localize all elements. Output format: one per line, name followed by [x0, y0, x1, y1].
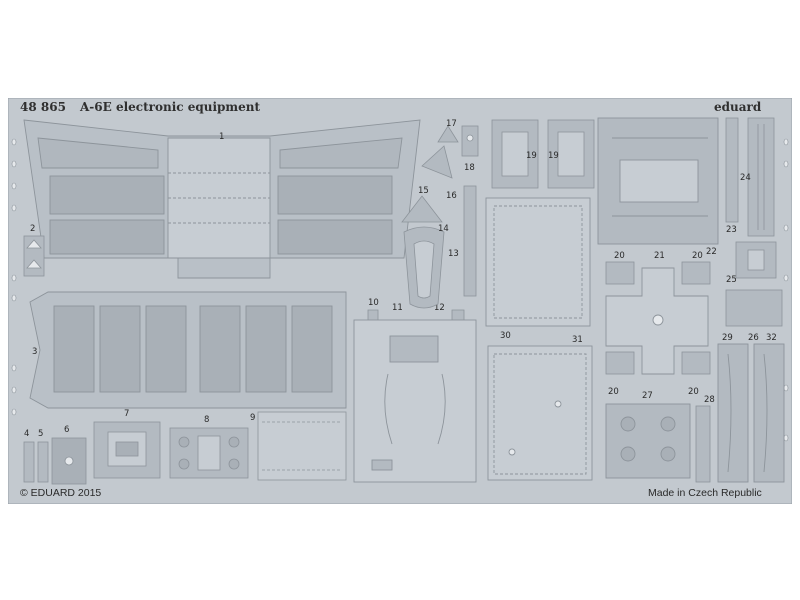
- part-7: [93, 421, 161, 479]
- part-22: [597, 117, 719, 245]
- part-label-11: 11: [392, 303, 403, 313]
- part-label-23: 23: [726, 225, 737, 235]
- part-20-top-left: [605, 261, 635, 285]
- part-25: [735, 241, 777, 279]
- part-2: [23, 235, 45, 277]
- part-20-bottom-right: [681, 351, 711, 375]
- part-21: [605, 267, 709, 375]
- part-20-top-right: [681, 261, 711, 285]
- part-label-25: 25: [726, 275, 737, 285]
- part-19-right: [547, 119, 595, 189]
- part-label-1: 1: [219, 132, 224, 142]
- part-11: [353, 319, 477, 483]
- part-1: [23, 119, 421, 279]
- part-label-3: 3: [32, 347, 37, 357]
- part-27: [605, 403, 691, 479]
- part-label-15: 15: [418, 186, 429, 196]
- copyright-text: © EDUARD 2015: [20, 487, 101, 499]
- part-label-24: 24: [740, 173, 751, 183]
- part-label-28: 28: [704, 395, 715, 405]
- part-label-13: 13: [448, 249, 459, 259]
- part-29: [485, 197, 591, 327]
- part-9: [257, 411, 347, 481]
- part-label-22: 22: [706, 247, 717, 257]
- part-15: [401, 195, 443, 223]
- part-23: [725, 117, 739, 223]
- part-5: [37, 441, 49, 483]
- part-label-14: 14: [438, 224, 449, 234]
- part-label-20a: 20: [614, 251, 625, 261]
- part-label-20b: 20: [692, 251, 703, 261]
- edge-holes: [11, 138, 789, 442]
- part-17: [437, 125, 459, 143]
- part-6: [51, 437, 87, 485]
- part-label-5: 5: [38, 429, 43, 439]
- brand-logo-text: eduard: [714, 100, 762, 114]
- part-16: [421, 145, 453, 179]
- part-label-18: 18: [464, 163, 475, 173]
- part-26: [725, 289, 783, 327]
- origin-text: Made in Czech Republic: [648, 487, 762, 499]
- part-20-bottom-left: [605, 351, 635, 375]
- part-14: [403, 226, 445, 309]
- part-18: [461, 125, 479, 157]
- part-label-17: 17: [446, 119, 457, 129]
- part-3: [29, 291, 347, 409]
- part-label-19a: 19: [526, 151, 537, 161]
- part-31: [717, 343, 749, 483]
- part-13: [463, 185, 477, 297]
- part-label-20d: 20: [688, 387, 699, 397]
- part-label-19b: 19: [548, 151, 559, 161]
- part-19-left: [491, 119, 539, 189]
- part-label-4: 4: [24, 429, 29, 439]
- part-4: [23, 441, 35, 483]
- part-label-29: 30: [500, 331, 511, 341]
- photo-etch-fret: 48 865 A-6E electronic equipment eduard …: [8, 98, 792, 504]
- part-label-16: 16: [446, 191, 457, 201]
- part-30: [487, 345, 593, 481]
- part-label-21: 21: [654, 251, 665, 261]
- part-label-9: 9: [250, 413, 255, 423]
- part-8: [169, 427, 249, 479]
- part-label-32: 32: [766, 333, 777, 343]
- part-label-27: 27: [642, 391, 653, 401]
- part-24: [747, 117, 775, 237]
- part-28: [695, 405, 711, 483]
- part-label-20c: 20: [608, 387, 619, 397]
- part-label-31: 29: [722, 333, 733, 343]
- part-32: [753, 343, 785, 483]
- part-label-12: 12: [434, 303, 445, 313]
- part-label-7: 7: [124, 409, 129, 419]
- fret-code: 48 865: [20, 100, 66, 114]
- part-label-2: 2: [30, 224, 35, 234]
- part-label-26: 26: [748, 333, 759, 343]
- part-label-30: 31: [572, 335, 583, 345]
- part-label-8: 8: [204, 415, 209, 425]
- part-label-6: 6: [64, 425, 69, 435]
- part-label-10: 10: [368, 298, 379, 308]
- fret-title: A-6E electronic equipment: [79, 100, 260, 114]
